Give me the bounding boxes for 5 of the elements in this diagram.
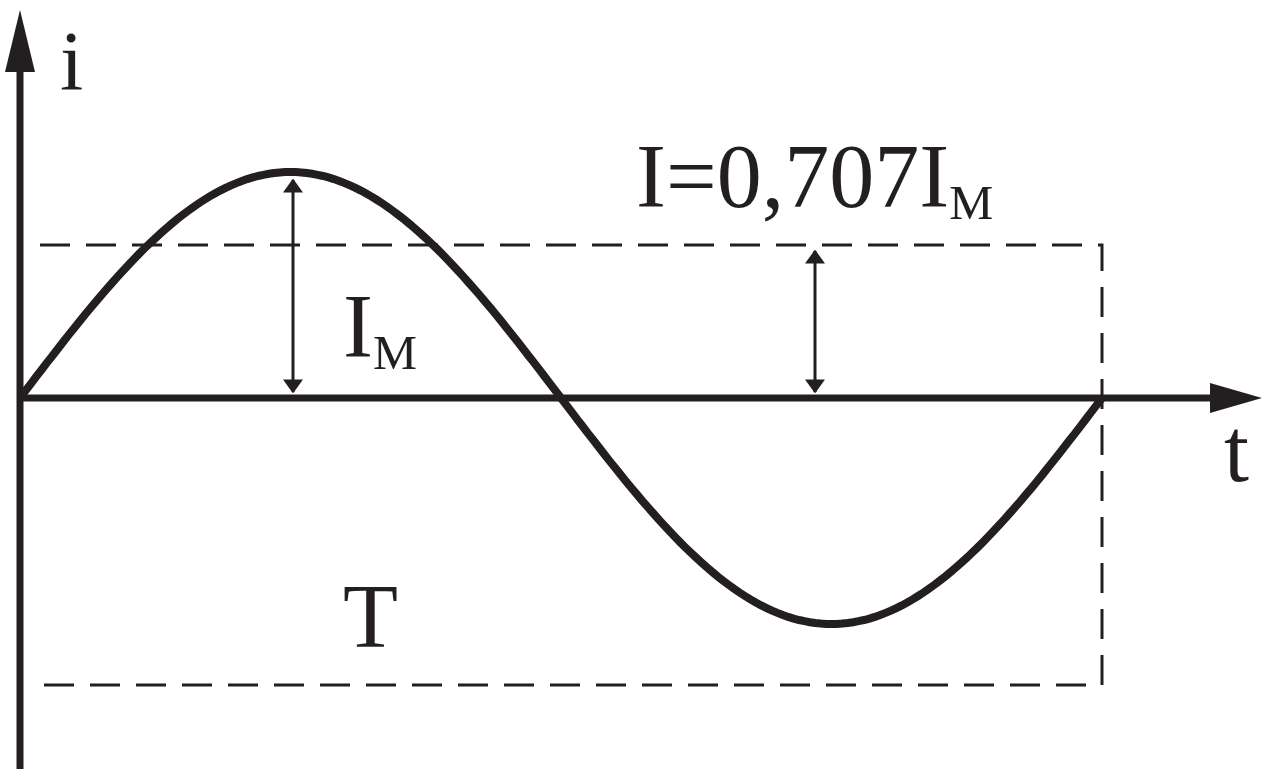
axis-label: i [60,20,84,104]
axis-label: I$_{M}$ [343,282,417,378]
axis-label: I=0,707I$_{M}$ [636,132,994,228]
axis-label: T [343,572,398,662]
axis-label: t [1224,406,1249,496]
